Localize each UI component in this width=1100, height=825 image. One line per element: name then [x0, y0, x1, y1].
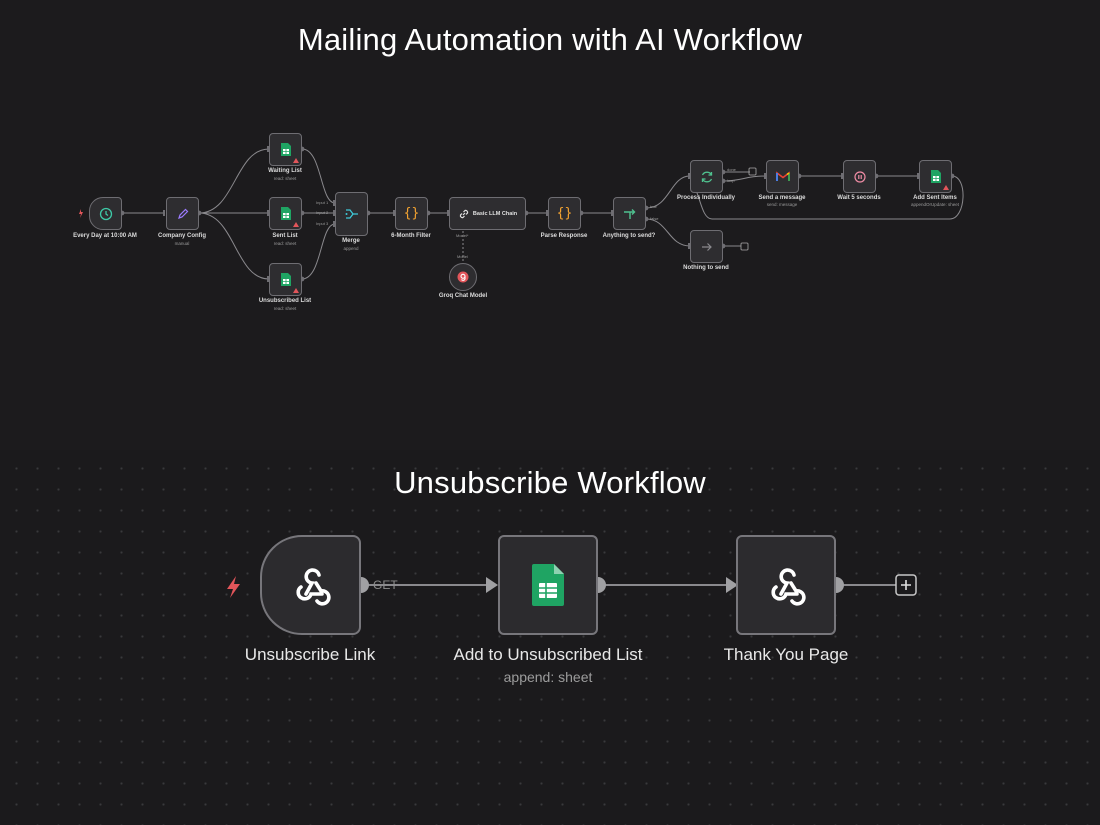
- google-sheets-icon: [532, 564, 564, 606]
- anything-to-send-label: Anything to send?: [602, 233, 656, 239]
- edge-config-unsub: [198, 212, 270, 280]
- parse-response-label: Parse Response: [540, 233, 588, 239]
- process-individually-label: Process Individually: [676, 195, 736, 201]
- unsubscribe-link-label: Unsubscribe Link: [244, 645, 376, 664]
- plus-icon: [901, 580, 911, 590]
- get-method-label: GET: [373, 578, 398, 592]
- google-sheets-icon: [280, 143, 291, 156]
- dotted-canvas-background: [0, 450, 1100, 825]
- schedule-trigger-node[interactable]: [89, 197, 122, 230]
- company-config-node[interactable]: [166, 197, 199, 230]
- plus-icon[interactable]: [740, 242, 749, 251]
- trigger-bolt-icon: [227, 576, 240, 598]
- send-message-sub: send: message: [766, 202, 798, 207]
- merge-label: Merge: [342, 238, 360, 244]
- unsubscribe-link-webhook-node[interactable]: [260, 535, 361, 635]
- google-sheets-icon: [930, 170, 941, 183]
- add-sent-items-node[interactable]: [919, 160, 952, 193]
- groq-chat-model-label: Groq Chat Model: [438, 293, 488, 299]
- edge-if-process: [645, 175, 691, 209]
- code-braces-icon: {}: [403, 206, 420, 221]
- company-config-sub: manual: [174, 241, 190, 246]
- edge-waiting-merge: [301, 148, 336, 204]
- send-message-node[interactable]: [766, 160, 799, 193]
- add-to-unsubscribed-list-label: Add to Unsubscribed List: [453, 645, 643, 664]
- merge-input-3-label: Input 3: [316, 221, 329, 226]
- waiting-list-sub: read: sheet: [273, 176, 297, 181]
- clock-icon: [99, 207, 112, 220]
- thank-you-page-node[interactable]: [736, 535, 836, 635]
- unsubscribed-list-label: Unsubscribed List: [258, 298, 312, 304]
- merge-sub: append: [343, 246, 359, 251]
- mailing-workflow-title: Mailing Automation with AI Workflow: [297, 22, 803, 57]
- link-icon: [459, 209, 468, 218]
- nothing-to-send-node[interactable]: [690, 230, 723, 263]
- webhook-icon: [771, 568, 806, 606]
- groq-model-port-label: Model: [457, 254, 468, 259]
- add-sent-items-sub: appendOrUpdate: sheet: [910, 202, 960, 207]
- warning-icon: [293, 288, 299, 293]
- trigger-bolt-icon: [79, 209, 83, 218]
- edge-process-gmail: [722, 175, 767, 182]
- edge-addsent-loop: [689, 175, 964, 220]
- unsubscribed-list-node[interactable]: [269, 263, 302, 296]
- wait-label: Wait 5 seconds: [837, 195, 881, 201]
- parse-response-node[interactable]: {}: [548, 197, 581, 230]
- if-false-label: false: [650, 216, 659, 221]
- branch-icon: [623, 208, 635, 219]
- groq-icon: [457, 271, 469, 283]
- arrow-right-icon: [701, 242, 712, 251]
- plus-icon[interactable]: [748, 167, 757, 176]
- merge-input-1-label: Input 1: [316, 200, 329, 205]
- edge-if-nothing: [645, 218, 691, 247]
- schedule-trigger-label: Every Day at 10:00 AM: [73, 233, 137, 239]
- waiting-list-node[interactable]: [269, 133, 302, 166]
- edge-config-waiting: [198, 148, 270, 214]
- unsubscribe-workflow-title: Unsubscribe Workflow: [394, 465, 706, 500]
- warning-icon: [943, 185, 949, 190]
- merge-input-2-label: Input 2: [316, 210, 329, 215]
- groq-chat-model-node[interactable]: [449, 263, 477, 291]
- warning-icon: [293, 158, 299, 163]
- thank-you-page-label: Thank You Page: [723, 645, 849, 664]
- nothing-to-send-label: Nothing to send: [683, 265, 729, 271]
- send-message-label: Send a message: [758, 195, 806, 201]
- google-sheets-icon: [280, 273, 291, 286]
- warning-icon: [293, 222, 299, 227]
- anything-to-send-node[interactable]: [613, 197, 646, 230]
- merge-icon: [345, 209, 358, 219]
- unsubscribed-list-sub: read: sheet: [273, 306, 297, 311]
- basic-llm-chain-node[interactable]: Basic LLM Chain: [449, 197, 526, 230]
- code-braces-icon: {}: [556, 206, 573, 221]
- add-to-unsubscribed-list-sub: append: sheet: [503, 669, 593, 685]
- webhook-icon: [295, 568, 331, 606]
- gmail-icon: [775, 171, 790, 181]
- waiting-list-label: Waiting List: [268, 168, 302, 174]
- merge-node[interactable]: [335, 192, 368, 236]
- pencil-icon: [177, 208, 188, 219]
- google-sheets-icon: [280, 207, 291, 220]
- six-month-filter-node[interactable]: {}: [395, 197, 428, 230]
- wait-node[interactable]: [843, 160, 876, 193]
- pause-icon: [853, 170, 866, 183]
- process-individually-node[interactable]: [690, 160, 723, 193]
- chain-model-port-label: Model*: [456, 233, 469, 238]
- company-config-label: Company Config: [158, 233, 206, 239]
- sent-list-label: Sent List: [272, 233, 298, 239]
- add-sent-items-label: Add Sent Items: [913, 195, 957, 201]
- process-loop-label: loop: [727, 178, 735, 183]
- loop-icon: [701, 171, 712, 182]
- process-done-label: done: [727, 167, 736, 172]
- if-true-label: true: [650, 204, 657, 209]
- add-to-unsubscribed-list-node[interactable]: [498, 535, 598, 635]
- sent-list-sub: read: sheet: [273, 241, 297, 246]
- sent-list-node[interactable]: [269, 197, 302, 230]
- basic-llm-chain-label: Basic LLM Chain: [472, 210, 518, 217]
- six-month-filter-label: 6-Month Filter: [391, 233, 431, 239]
- edge-unsub-merge: [301, 223, 336, 280]
